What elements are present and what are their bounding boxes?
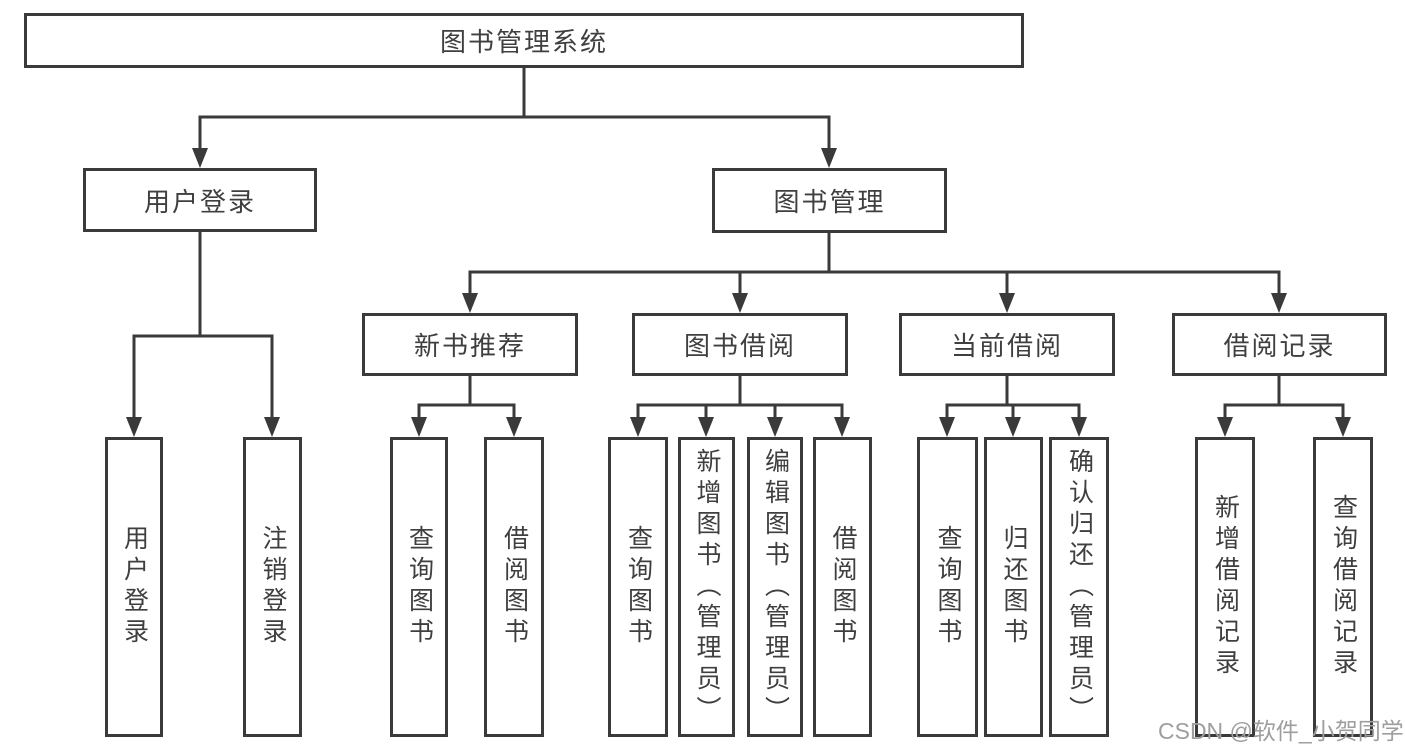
connector-current-borrowing-to-leaves [939, 376, 1087, 437]
node-leaf-current-query-books-label: 查询图书 [934, 525, 962, 649]
node-leaf-newbook-query-books-label: 查询图书 [405, 525, 434, 649]
node-leaf-records-query-record: 查询借阅记录 [1313, 437, 1373, 737]
connector-user-login-to-leaves [126, 232, 280, 437]
node-leaf-newbook-borrow-books: 借阅图书 [484, 437, 544, 737]
node-leaf-newbook-query-books: 查询图书 [390, 437, 448, 737]
node-leaf-newbook-borrow-books-label: 借阅图书 [500, 525, 529, 649]
node-leaf-borrowing-borrow-books: 借阅图书 [813, 437, 872, 737]
csdn-watermark: CSDN @软件_小贺同学 [1158, 718, 1404, 744]
node-leaf-borrowing-query-books: 查询图书 [608, 437, 668, 737]
node-leaf-current-confirm-return: 确认归还（管理员） [1049, 437, 1109, 737]
node-new-book-recommend-label: 新书推荐 [413, 331, 526, 361]
node-leaf-borrowing-query-books-label: 查询图书 [624, 525, 653, 649]
node-user-login: 用户登录 [83, 168, 317, 232]
node-book-management: 图书管理 [712, 168, 947, 233]
node-user-login-label: 用户登录 [143, 186, 256, 217]
node-book-borrowing-label: 图书借阅 [683, 331, 796, 361]
connector-root-to-level2 [192, 68, 837, 168]
node-borrowing-records-label: 借阅记录 [1223, 331, 1336, 361]
node-leaf-user-login-label: 用户登录 [120, 525, 149, 649]
node-current-borrowing: 当前借阅 [899, 313, 1115, 376]
node-borrowing-records: 借阅记录 [1172, 313, 1387, 376]
node-book-management-label: 图书管理 [773, 187, 886, 217]
node-leaf-current-return-books-label: 归还图书 [1000, 525, 1028, 649]
node-book-borrowing: 图书借阅 [632, 313, 848, 376]
node-current-borrowing-label: 当前借阅 [950, 331, 1063, 361]
node-leaf-current-confirm-return-label: 确认归还（管理员） [1065, 447, 1094, 727]
node-new-book-recommend: 新书推荐 [362, 313, 578, 376]
node-leaf-borrowing-add-books: 新增图书（管理员） [678, 437, 735, 737]
node-root-label: 图书管理系统 [439, 27, 608, 57]
node-leaf-current-return-books: 归还图书 [984, 437, 1043, 737]
node-leaf-logout: 注销登录 [243, 437, 302, 737]
node-leaf-records-query-record-label: 查询借阅记录 [1329, 494, 1358, 680]
node-leaf-borrowing-edit-books-label: 编辑图书（管理员） [761, 447, 790, 727]
node-leaf-records-add-record-label: 新增借阅记录 [1211, 494, 1240, 680]
node-root: 图书管理系统 [24, 13, 1024, 68]
node-leaf-logout-label: 注销登录 [259, 525, 287, 649]
connector-book-management-to-level3 [462, 233, 1287, 313]
connector-borrowing-records-to-leaves [1217, 376, 1351, 437]
node-leaf-borrowing-borrow-books-label: 借阅图书 [829, 525, 857, 649]
connector-new-book-recommend-to-leaves [411, 376, 522, 437]
connector-book-borrowing-to-leaves [630, 376, 850, 437]
node-leaf-borrowing-add-books-label: 新增图书（管理员） [693, 447, 721, 727]
node-leaf-user-login: 用户登录 [105, 437, 163, 737]
node-leaf-records-add-record: 新增借阅记录 [1195, 437, 1255, 737]
node-leaf-current-query-books: 查询图书 [917, 437, 978, 737]
node-leaf-borrowing-edit-books: 编辑图书（管理员） [747, 437, 803, 737]
